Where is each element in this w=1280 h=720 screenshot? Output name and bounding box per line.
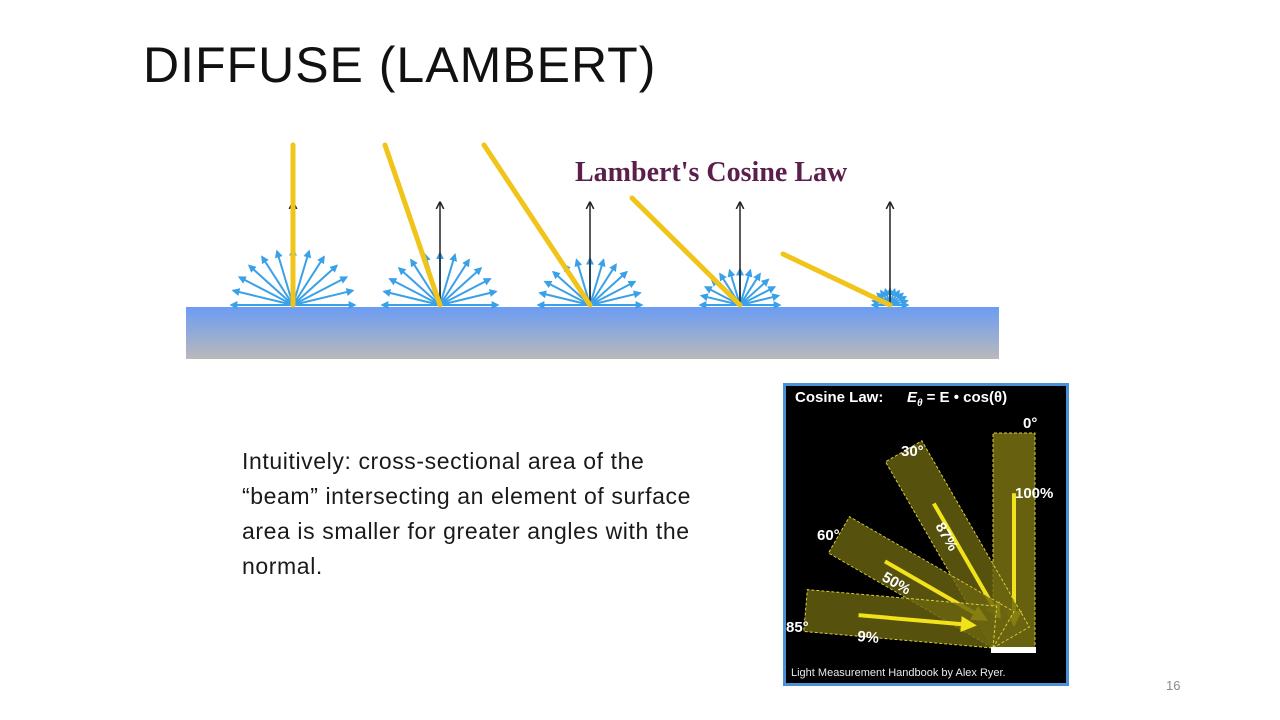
scattered-ray <box>247 264 294 306</box>
scattered-ray <box>589 290 642 306</box>
scattered-ray <box>382 289 441 306</box>
scattered-ray <box>543 280 591 306</box>
scattered-ray <box>439 253 458 306</box>
scattered-ray <box>397 267 441 306</box>
beam-percent-label: 9% <box>857 628 880 647</box>
beam-angle-label: 0° <box>1023 415 1037 432</box>
scattered-ray <box>292 276 349 306</box>
scattered-ray <box>739 278 770 306</box>
scattered-ray <box>589 270 628 306</box>
scatter-group <box>229 142 357 309</box>
incident-beam <box>629 195 743 308</box>
scattered-ray <box>739 268 753 306</box>
scattered-ray <box>538 290 591 306</box>
beam-percent-label: 100% <box>1015 485 1053 502</box>
scattered-ray <box>739 272 761 306</box>
scatter-group <box>481 142 644 309</box>
scatter-group <box>629 195 782 309</box>
inset-law-formula: Eθ= E • cos(θ) <box>907 389 1007 409</box>
scattered-ray <box>439 278 492 306</box>
scattered-ray <box>589 258 606 306</box>
scattered-ray <box>589 263 617 306</box>
inset-law-prefix: Cosine Law: <box>795 389 883 406</box>
scattered-ray <box>261 255 294 306</box>
incident-beam <box>382 142 443 308</box>
scattered-ray <box>439 258 470 306</box>
scattered-ray <box>439 289 498 306</box>
scattered-ray <box>231 288 294 306</box>
target-surface <box>991 647 1036 653</box>
beam-angle-label: 85° <box>786 619 809 636</box>
beam-arrow <box>858 613 977 633</box>
scattered-ray <box>699 293 741 306</box>
scattered-ray <box>388 278 441 306</box>
scattered-ray <box>274 249 294 306</box>
beam-angle-label: 30° <box>901 443 924 460</box>
scattered-ray <box>727 268 741 306</box>
scattered-ray <box>739 286 777 306</box>
beam-angle-label: 60° <box>817 527 840 544</box>
cosine-law-inset: 0°100%30°87%60°50%85°9% Cosine Law: Eθ= … <box>783 383 1069 686</box>
scattered-ray <box>589 280 637 306</box>
scattered-ray <box>739 293 781 306</box>
scatter-group <box>780 203 910 309</box>
scatter-group <box>380 142 500 309</box>
inset-caption: Light Measurement Handbook by Alex Ryer. <box>791 667 1006 679</box>
scattered-ray <box>292 255 325 306</box>
page-number: 16 <box>1166 678 1181 693</box>
figure-heading: Lambert's Cosine Law <box>575 157 848 188</box>
scattered-ray <box>292 264 339 306</box>
incident-beam <box>481 142 593 308</box>
incident-beam <box>780 251 893 308</box>
scattered-ray <box>237 276 294 306</box>
scattered-ray <box>439 267 483 306</box>
scattered-ray <box>292 288 355 306</box>
slide-title: DIFFUSE (LAMBERT) <box>143 37 657 93</box>
scatter-groups <box>229 142 910 309</box>
explanation-text: Intuitively: cross-sectional area of the… <box>242 448 692 579</box>
scattered-ray <box>292 249 312 306</box>
reflecting-surface <box>186 307 999 359</box>
